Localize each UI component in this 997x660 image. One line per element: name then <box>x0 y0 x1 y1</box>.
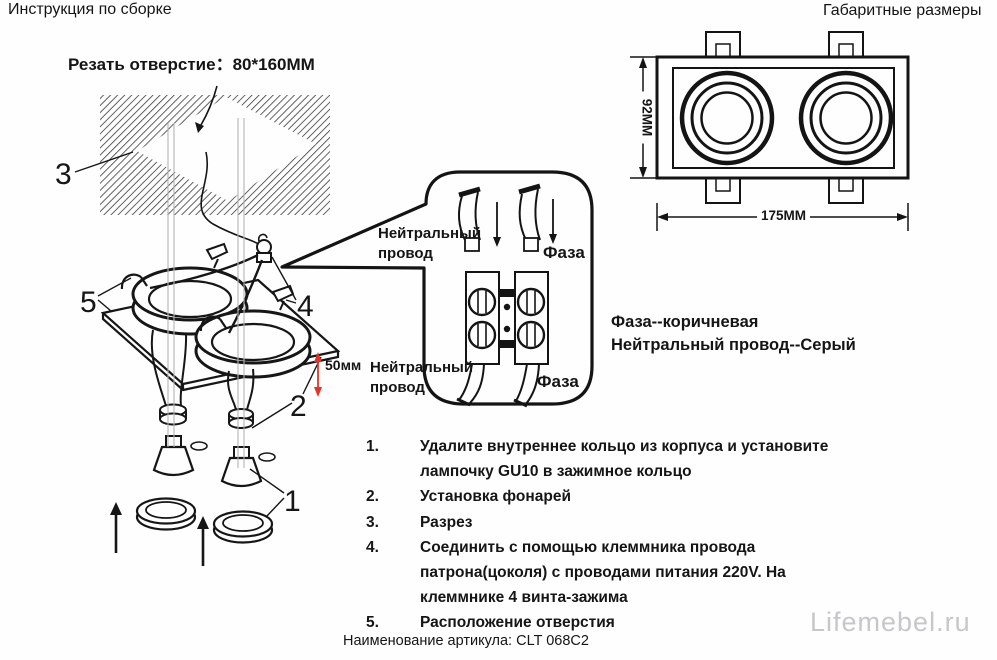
article-name: Наименование артикула: CLT 068C2 <box>343 633 589 649</box>
guide-lines <box>167 118 245 468</box>
lamp-wire-phase <box>513 363 540 408</box>
assembly-diagram <box>74 85 341 566</box>
legend-phase: Фаза--коричневая <box>611 313 759 331</box>
callout-4: 4 <box>297 290 314 323</box>
lamp-holder-right <box>227 368 255 429</box>
mounting-clip-icon <box>705 31 864 58</box>
height-dimension-label: 92MM <box>639 91 655 144</box>
supply-wire-neutral <box>457 186 481 252</box>
hole-arrow-icon <box>195 85 218 133</box>
depth-dimension-arrow <box>314 352 322 397</box>
dimensions-drawing <box>630 31 910 231</box>
neutral-wire-label-bottom: Нейтральный провод <box>370 359 474 396</box>
depth-label: 50мм <box>325 357 362 373</box>
page-title: Инструкция по сборке <box>8 1 172 18</box>
retaining-ring-right <box>212 510 274 544</box>
terminal-screw-icon <box>467 287 546 350</box>
lamp-holder-left <box>150 329 188 426</box>
step-number: 3. <box>366 513 379 531</box>
wiring-callout <box>280 170 594 408</box>
step-text: Соединить с помощью клеммника провода па… <box>420 538 786 607</box>
up-arrow-icon <box>110 502 209 566</box>
step-1: 1. Удалите внутреннее кольцо из корпуса … <box>366 434 878 484</box>
down-arrow-icon <box>493 199 557 247</box>
dimensions-title: Габаритные размеры <box>823 2 982 19</box>
step-4: 4. Соединить с помощью клеммника провода… <box>366 535 878 611</box>
step-number: 2. <box>366 488 379 506</box>
step-text: Удалите внутреннее кольцо из корпуса и у… <box>420 438 829 481</box>
terminal-block <box>465 271 549 365</box>
ceiling-panel <box>100 95 330 215</box>
step-number: 5. <box>366 614 379 632</box>
callout-3: 3 <box>55 158 72 191</box>
neutral-wire-label-top: Нейтральный провод <box>378 225 482 262</box>
height-dimension <box>630 56 656 179</box>
step-text: Установка фонарей <box>420 488 571 506</box>
callout-2: 2 <box>290 390 307 423</box>
mounting-clip-icon <box>705 177 864 204</box>
width-dimension-label: 175MM <box>757 208 811 223</box>
supply-wire-phase <box>518 183 541 252</box>
step-text: Расположение отверстия <box>420 614 615 632</box>
step-2: 2. Установка фонарей <box>366 484 878 509</box>
lamp-wire-neutral <box>456 363 485 407</box>
retaining-ring-left <box>135 497 197 531</box>
step-5: 5. Расположение отверстия <box>366 610 878 635</box>
callout-1: 1 <box>284 485 301 518</box>
step-3: 3. Разрез <box>366 510 878 535</box>
callout-leader-lines <box>74 151 322 518</box>
cut-hole <box>137 97 316 201</box>
spring-clip-icon <box>120 273 227 332</box>
gu10-bulb-right <box>220 446 276 488</box>
cut-hole-label: Резать отверстие：80*160ММ <box>68 55 315 74</box>
screw-icon <box>205 242 295 311</box>
watermark: Lifemebel.ru <box>810 607 971 637</box>
gu10-bulb-left <box>152 435 208 477</box>
wire-connector-icon <box>149 233 272 334</box>
phase-label-top: Фаза <box>543 243 585 262</box>
phase-label-bottom: Фаза <box>537 372 579 391</box>
power-wire <box>200 151 261 246</box>
instruction-steps: 1. Удалите внутреннее кольцо из корпуса … <box>366 434 878 636</box>
legend-neutral: Нейтральный провод--Серый <box>611 336 856 354</box>
step-text: Разрез <box>420 513 473 531</box>
step-number: 4. <box>366 538 379 556</box>
mounting-ring-right <box>194 309 312 379</box>
step-number: 1. <box>366 438 379 455</box>
callout-5: 5 <box>80 286 97 319</box>
